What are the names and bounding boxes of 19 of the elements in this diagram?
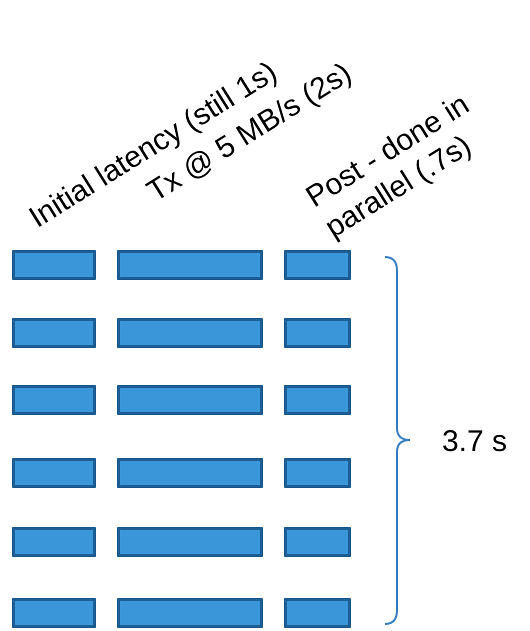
bar bbox=[117, 527, 263, 557]
bar bbox=[12, 385, 96, 415]
bar bbox=[117, 598, 263, 628]
bar bbox=[284, 318, 351, 348]
bar bbox=[12, 318, 96, 348]
bar bbox=[284, 598, 351, 628]
bar bbox=[117, 385, 263, 415]
bar bbox=[12, 458, 96, 488]
bar bbox=[284, 527, 351, 557]
bar bbox=[12, 250, 96, 280]
bar bbox=[12, 527, 96, 557]
duration-label: 3.7 s bbox=[442, 424, 508, 460]
bar bbox=[12, 598, 96, 628]
bar bbox=[284, 458, 351, 488]
bar bbox=[284, 385, 351, 415]
bar bbox=[117, 458, 263, 488]
bar bbox=[117, 318, 263, 348]
bar bbox=[284, 250, 351, 280]
bar bbox=[117, 250, 263, 280]
